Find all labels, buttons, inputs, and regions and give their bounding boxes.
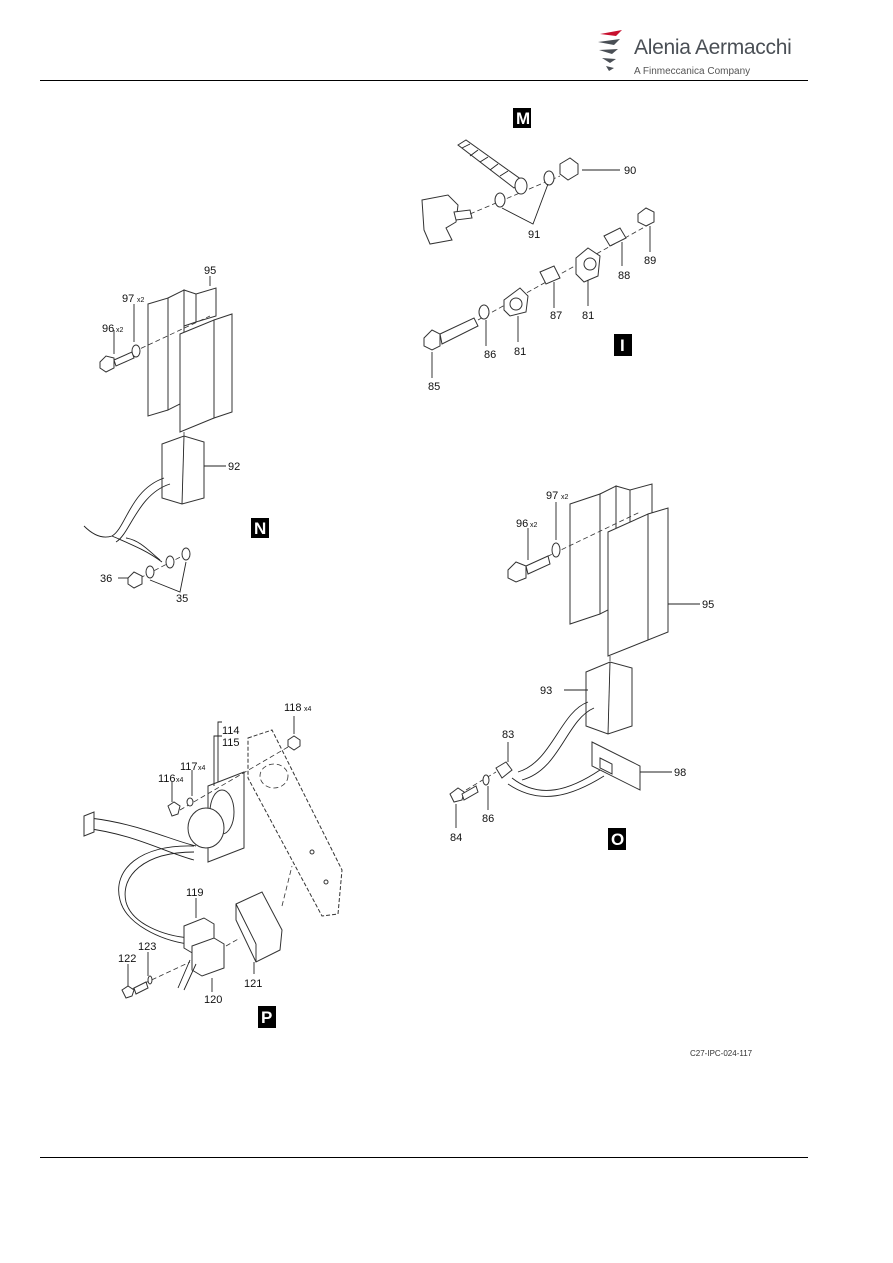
callout-90: 90 <box>624 165 636 177</box>
callout-84: 84 <box>450 832 462 844</box>
callout-95-n: 95 <box>204 265 216 277</box>
callout-88: 88 <box>618 270 630 282</box>
callout-86: 86 <box>484 349 496 361</box>
qty-96-o: x2 <box>530 522 538 529</box>
callout-97-o: 97 <box>546 490 558 502</box>
callout-116: 116 <box>158 773 176 785</box>
callout-81-lower: 81 <box>514 346 526 358</box>
callout-120: 120 <box>204 994 222 1006</box>
view-n: N 95 97 x2 96 x2 92 36 <box>83 265 269 605</box>
qty-96-n: x2 <box>116 327 124 334</box>
qty-116: x4 <box>176 777 184 784</box>
qty-117: x4 <box>198 765 206 772</box>
company-logo: Alenia Aermacchi A Finmeccanica Company <box>596 26 796 82</box>
callout-119: 119 <box>186 887 204 899</box>
callout-86-o: 86 <box>482 813 494 825</box>
footer-rule <box>40 1157 808 1158</box>
qty-118: x4 <box>304 706 312 713</box>
callout-118: 118 <box>284 702 302 714</box>
callout-83: 83 <box>502 729 514 741</box>
callout-117: 117 <box>180 761 198 773</box>
callout-96-o: 96 <box>516 518 528 530</box>
view-i: I 85 86 81 87 81 88 89 <box>423 207 656 393</box>
company-tagline: A Finmeccanica Company <box>634 66 751 77</box>
qty-97-o: x2 <box>561 494 569 501</box>
company-name: Alenia Aermacchi <box>634 36 792 59</box>
qty-97-n: x2 <box>137 297 145 304</box>
view-p: P 118 x4 114 115 117 x4 116 x4 <box>83 702 343 1028</box>
callout-91: 91 <box>528 229 540 241</box>
callout-123: 123 <box>138 941 156 953</box>
view-m-label: M <box>516 109 530 128</box>
callout-93: 93 <box>540 685 552 697</box>
view-i-label: I <box>620 336 625 355</box>
callout-115: 115 <box>222 737 240 749</box>
view-o: O 95 97 x2 96 x2 93 98 <box>449 483 714 850</box>
callout-122: 122 <box>118 953 136 965</box>
callout-87: 87 <box>550 310 562 322</box>
view-m: M 90 91 <box>421 108 636 245</box>
callout-96-n: 96 <box>102 323 114 335</box>
callout-36: 36 <box>100 573 112 585</box>
callout-35: 35 <box>176 593 188 605</box>
header-rule <box>40 80 808 81</box>
callout-121: 121 <box>244 978 262 990</box>
callout-95-o: 95 <box>702 599 714 611</box>
callout-92: 92 <box>228 461 240 473</box>
callout-85: 85 <box>428 381 440 393</box>
callout-114: 114 <box>222 725 240 737</box>
callout-81-upper: 81 <box>582 310 594 322</box>
drawing-reference: C27-IPC-024-117 <box>690 1049 753 1058</box>
callout-98: 98 <box>674 767 686 779</box>
view-o-label: O <box>611 830 624 849</box>
callout-97-n: 97 <box>122 293 134 305</box>
logo-mark-icon <box>598 30 622 71</box>
callout-89: 89 <box>644 255 656 267</box>
view-n-label: N <box>254 519 266 538</box>
view-p-label: P <box>261 1008 272 1027</box>
